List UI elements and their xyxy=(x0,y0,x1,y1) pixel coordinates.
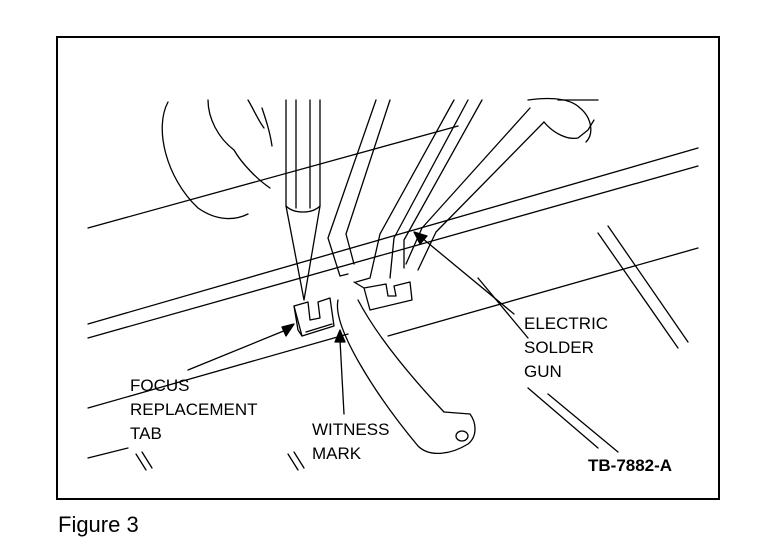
witness-mark-label: WITNESS MARK xyxy=(312,418,389,466)
focus-tab-shape xyxy=(293,297,335,337)
stem xyxy=(336,299,476,454)
figure-code: TB-7882-A xyxy=(588,456,673,475)
focus-label-line-2: REPLACEMENT xyxy=(130,400,258,419)
witness-label-line-2: MARK xyxy=(312,444,362,463)
figure-frame: FOCUS REPLACEMENT TAB WITNESS MARK ELECT… xyxy=(56,36,720,500)
focus-label-line-3: TAB xyxy=(130,424,162,443)
illustration xyxy=(87,97,699,471)
electric-solder-gun-label: ELECTRIC SOLDER GUN xyxy=(524,312,608,384)
callout-arrows xyxy=(187,231,515,415)
gun-label-line-1: ELECTRIC xyxy=(524,314,609,333)
witness-label-line-1: WITNESS xyxy=(312,420,390,439)
tip-bracket xyxy=(353,281,413,311)
gun-label-line-2: SOLDER xyxy=(524,338,594,357)
pointer xyxy=(285,99,321,301)
solder-gun xyxy=(327,97,599,283)
focus-replacement-tab-label: FOCUS REPLACEMENT TAB xyxy=(130,374,258,446)
figure-caption: Figure 3 xyxy=(58,512,139,537)
gun-label-line-3: GUN xyxy=(524,362,562,381)
focus-label-line-1: FOCUS xyxy=(130,376,190,395)
hand xyxy=(161,99,273,220)
